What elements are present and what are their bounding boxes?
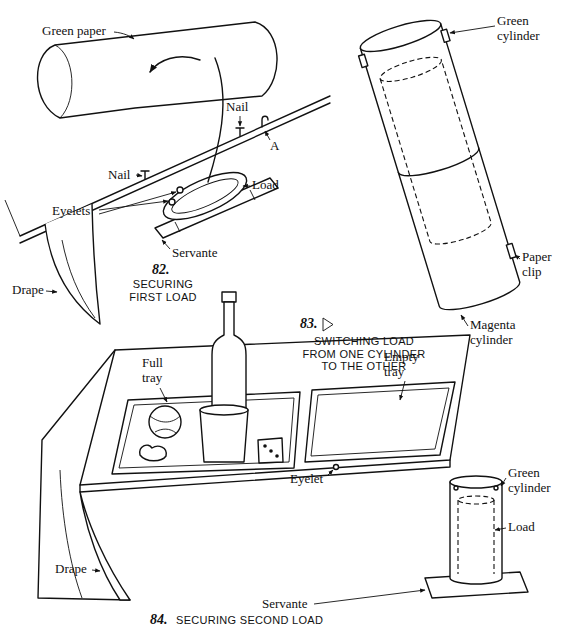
leader-line <box>46 291 57 292</box>
paper-clip <box>506 243 516 258</box>
part-label: Green paper <box>42 24 106 39</box>
part-label: Servante <box>172 246 217 261</box>
figure-83 <box>354 13 527 317</box>
load-bag <box>157 163 252 229</box>
drape-fold <box>60 470 82 598</box>
nail <box>236 128 244 136</box>
eyelet <box>494 486 498 490</box>
leader-line <box>495 528 506 530</box>
green-paper <box>38 22 277 118</box>
cylinder-rim <box>357 14 443 58</box>
leader-line <box>400 381 405 400</box>
eyelet <box>334 465 339 470</box>
glass-rim <box>200 405 248 415</box>
load-bag-seam <box>168 172 242 220</box>
figure-number: 83. <box>300 316 318 332</box>
green-cylinder <box>450 482 502 584</box>
load-outline <box>458 500 494 574</box>
load-outline <box>380 60 493 249</box>
part-label: Green cylinder <box>497 14 553 44</box>
part-label: Empty tray <box>384 350 426 380</box>
part-label: Magenta cylinder <box>470 318 532 348</box>
tray-rim <box>311 388 449 456</box>
leader-line <box>99 201 168 210</box>
drape <box>80 492 130 600</box>
leader-line <box>328 470 333 475</box>
load-outline <box>458 496 494 504</box>
glass <box>200 410 248 462</box>
turn-arrow <box>150 57 200 72</box>
leader-line <box>501 478 506 486</box>
leader-line <box>515 255 520 259</box>
leader-line <box>99 192 176 214</box>
figure-number: 82. <box>152 262 170 278</box>
paper-clip <box>441 29 450 42</box>
part-label: Load <box>508 520 535 535</box>
eyelet <box>177 187 183 193</box>
eyelet <box>169 199 175 205</box>
side-cloth <box>38 350 130 600</box>
figure-83-marks <box>323 26 520 331</box>
figure-number: 84. <box>150 612 168 628</box>
part-label: A <box>270 139 279 154</box>
thread <box>208 58 223 182</box>
die-pip <box>275 454 279 458</box>
leader-line <box>162 240 170 249</box>
part-label: Servante <box>262 597 307 612</box>
leader-line <box>450 26 495 33</box>
figure-84 <box>38 292 528 604</box>
paper-clip <box>359 54 368 67</box>
pointer-symbol <box>323 318 333 331</box>
load-outline <box>378 52 444 86</box>
leader-line <box>314 590 425 604</box>
hook <box>262 116 268 127</box>
part-label: Full tray <box>142 356 172 386</box>
part-label: Load <box>252 178 279 193</box>
leader-line <box>265 131 270 140</box>
part-label: Green cylinder <box>508 466 562 496</box>
leader-line <box>136 175 142 176</box>
part-label: Drape <box>12 283 44 298</box>
ball-stripe <box>150 416 180 433</box>
leader-line <box>160 388 167 402</box>
leader-line <box>240 116 241 126</box>
tray-rim <box>119 398 294 468</box>
die-pip <box>263 444 267 448</box>
figure-82 <box>5 22 330 324</box>
leader-line <box>461 315 468 326</box>
leader-line <box>92 570 100 571</box>
part-label: Paper clip <box>522 250 562 280</box>
figure-caption: SECURING SECOND LOAD <box>176 614 323 627</box>
die <box>258 438 283 463</box>
table-top <box>80 335 470 485</box>
leader-line <box>243 186 250 187</box>
eyelet <box>454 486 458 490</box>
die-pip <box>269 449 273 453</box>
part-label: Eyelet <box>290 472 323 487</box>
cylinder-body <box>360 24 522 316</box>
drape-fold <box>62 240 95 318</box>
full-tray <box>112 392 300 474</box>
magenta-rim <box>398 148 481 182</box>
cork <box>222 292 236 302</box>
empty-tray <box>305 382 455 462</box>
nail <box>141 171 149 179</box>
part-label: Eyelets <box>52 204 90 219</box>
paper-curl <box>55 45 72 118</box>
duck <box>140 445 167 461</box>
drape <box>45 204 100 324</box>
part-label: Nail <box>226 100 248 115</box>
table-edge <box>5 200 20 236</box>
leader-line <box>114 32 134 39</box>
part-label: Nail <box>108 168 130 183</box>
ball <box>149 406 181 438</box>
part-label: Drape <box>55 562 87 577</box>
figure-caption: SECURING FIRST LOAD <box>118 278 208 303</box>
